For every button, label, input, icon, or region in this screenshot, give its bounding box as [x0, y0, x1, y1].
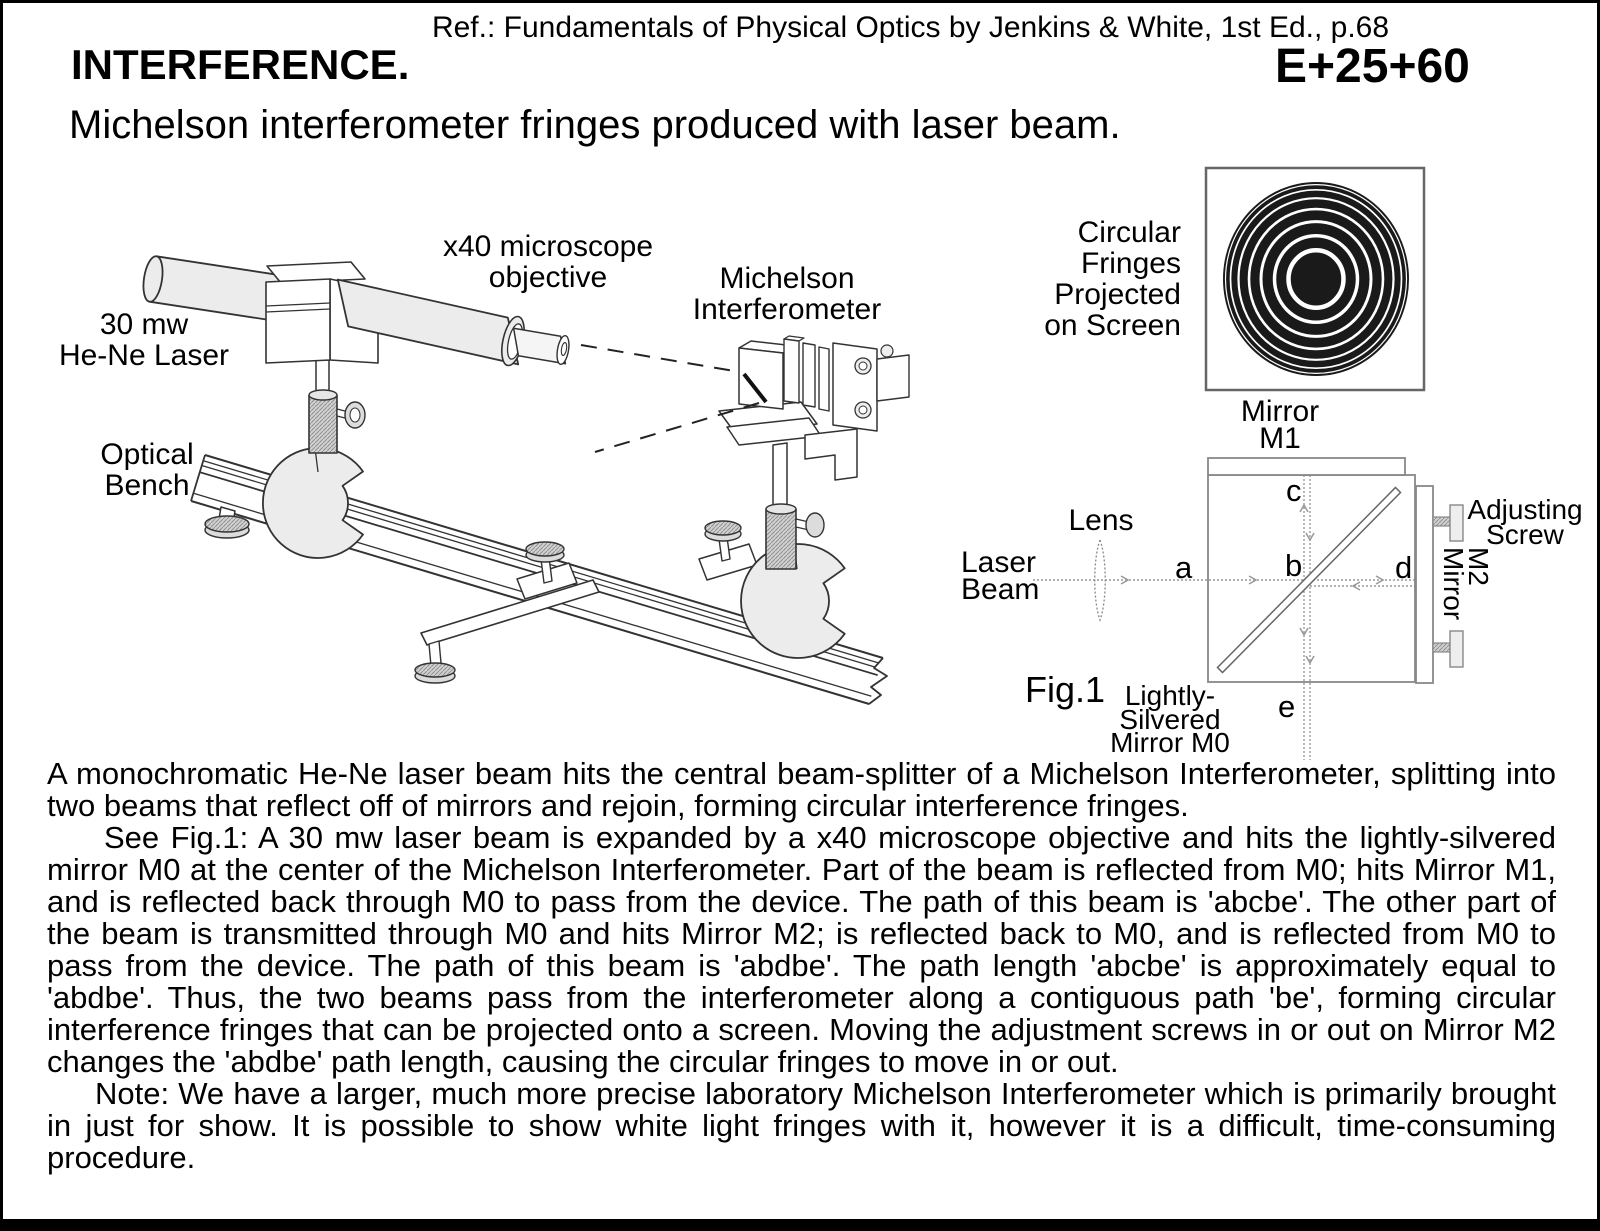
fig1-lens	[1094, 538, 1106, 622]
interferometer-label: Michelson Interferometer	[662, 263, 912, 325]
laser-beam-line2: Beam	[961, 573, 1040, 606]
page-subtitle: Michelson interferometer fringes produce…	[69, 103, 1121, 147]
beam-point-b: b	[1285, 548, 1303, 583]
fringes-label: Circular Fringes Projected on Screen	[981, 217, 1181, 341]
objective-label-line1: x40 microscope	[442, 230, 654, 263]
bench-label-line1: Optical	[100, 438, 194, 471]
laser-beam-line1: Laser	[961, 546, 1037, 579]
fig1-beamsplitter-plate	[1216, 486, 1402, 674]
mirror-m1-line1: Mirror	[1240, 395, 1320, 428]
objective-label: x40 microscope objective	[423, 231, 673, 293]
illustrations-layer	[142, 166, 1464, 760]
dashed-beam-lines	[580, 344, 760, 453]
mirror-m0-line3: Mirror M0	[1110, 727, 1230, 758]
description-text: A monochromatic He-Ne laser beam hits th…	[47, 758, 1556, 1174]
mirror-m0-line2: Silvered	[1119, 703, 1221, 735]
mirror-m0-line1: Lightly-	[1124, 680, 1216, 711]
page-title: INTERFERENCE.	[71, 41, 410, 88]
lens-label: Lens	[1068, 504, 1134, 537]
reference-line: Ref.: Fundamentals of Physical Optics by…	[431, 11, 1390, 44]
fringes-label-line4: on Screen	[1044, 309, 1181, 342]
laser-saddle-carrier	[262, 447, 364, 559]
beam-point-d: d	[1395, 550, 1413, 585]
paragraph-3: Note: We have a larger, much more precis…	[47, 1076, 1556, 1175]
laser-label-line2: He-Ne Laser	[58, 339, 230, 372]
beam-point-c: c	[1286, 473, 1302, 508]
fig1-caption: Fig.1	[1025, 669, 1106, 710]
fringe-pattern	[1204, 166, 1426, 392]
fig1-beam-arrows	[1120, 503, 1385, 665]
laser-label: 30 mw He-Ne Laser	[19, 309, 269, 371]
interferometer-label-line1: Michelson	[719, 262, 855, 295]
bench-slide-thumbscrew	[698, 520, 758, 581]
bench-label-line2: Bench	[104, 469, 190, 502]
fringes-label-line3: Projected	[1054, 278, 1181, 311]
fringes-label-line2: Fringes	[1080, 247, 1181, 280]
interferometer-label-line2: Interferometer	[692, 293, 882, 326]
interferometer-saddle-carrier	[740, 543, 846, 659]
fig1-mirror-m1-bar	[1207, 457, 1406, 476]
fig1-diagram	[1033, 457, 1464, 760]
laser-beam-label: Laser Beam	[961, 546, 1040, 606]
mirror-m1-label: Mirror M1	[1210, 395, 1350, 455]
beam-point-a: a	[1175, 550, 1193, 585]
mirror-m2-line2: M2	[1463, 547, 1494, 586]
demo-code: E+25+60	[1275, 40, 1470, 93]
bench-foot-left	[204, 506, 250, 539]
mirror-m2-line1: Mirror	[1438, 547, 1469, 621]
interferometer-unit	[718, 335, 910, 570]
mirror-m1-line2: M1	[1259, 422, 1301, 455]
paragraph-1: A monochromatic He-Ne laser beam hits th…	[47, 756, 1556, 823]
bench-cross-support	[414, 541, 600, 684]
objective-label-line2: objective	[488, 261, 608, 294]
fig1-adjusting-screw-top	[1432, 504, 1464, 542]
laser-post	[308, 359, 366, 454]
fig1-mirror-m2-bar	[1415, 485, 1434, 684]
objective-barrel	[336, 278, 570, 367]
mirror-m2-label: Mirror M2	[1438, 547, 1494, 621]
optical-bench-label: Optical Bench	[22, 439, 272, 501]
fig1-beam-lines	[1033, 475, 1416, 760]
adjusting-screw-line1: Adjusting	[1467, 494, 1583, 525]
apparatus-illustration	[142, 255, 910, 705]
fig1-adjusting-screw-bottom	[1432, 630, 1464, 668]
beam-point-e: e	[1278, 689, 1296, 724]
laser-label-line1: 30 mw	[99, 308, 189, 341]
paragraph-2: See Fig.1: A 30 mw laser beam is expande…	[47, 820, 1556, 1079]
bottom-border-bar	[3, 1219, 1597, 1228]
fringes-label-line1: Circular	[1077, 216, 1181, 249]
adjusting-screw-line2: Screw	[1486, 519, 1564, 550]
adjusting-screw-label: Adjusting Screw	[1455, 494, 1595, 550]
mirror-m0-label: Lightly- Silvered Mirror M0	[1045, 680, 1295, 758]
